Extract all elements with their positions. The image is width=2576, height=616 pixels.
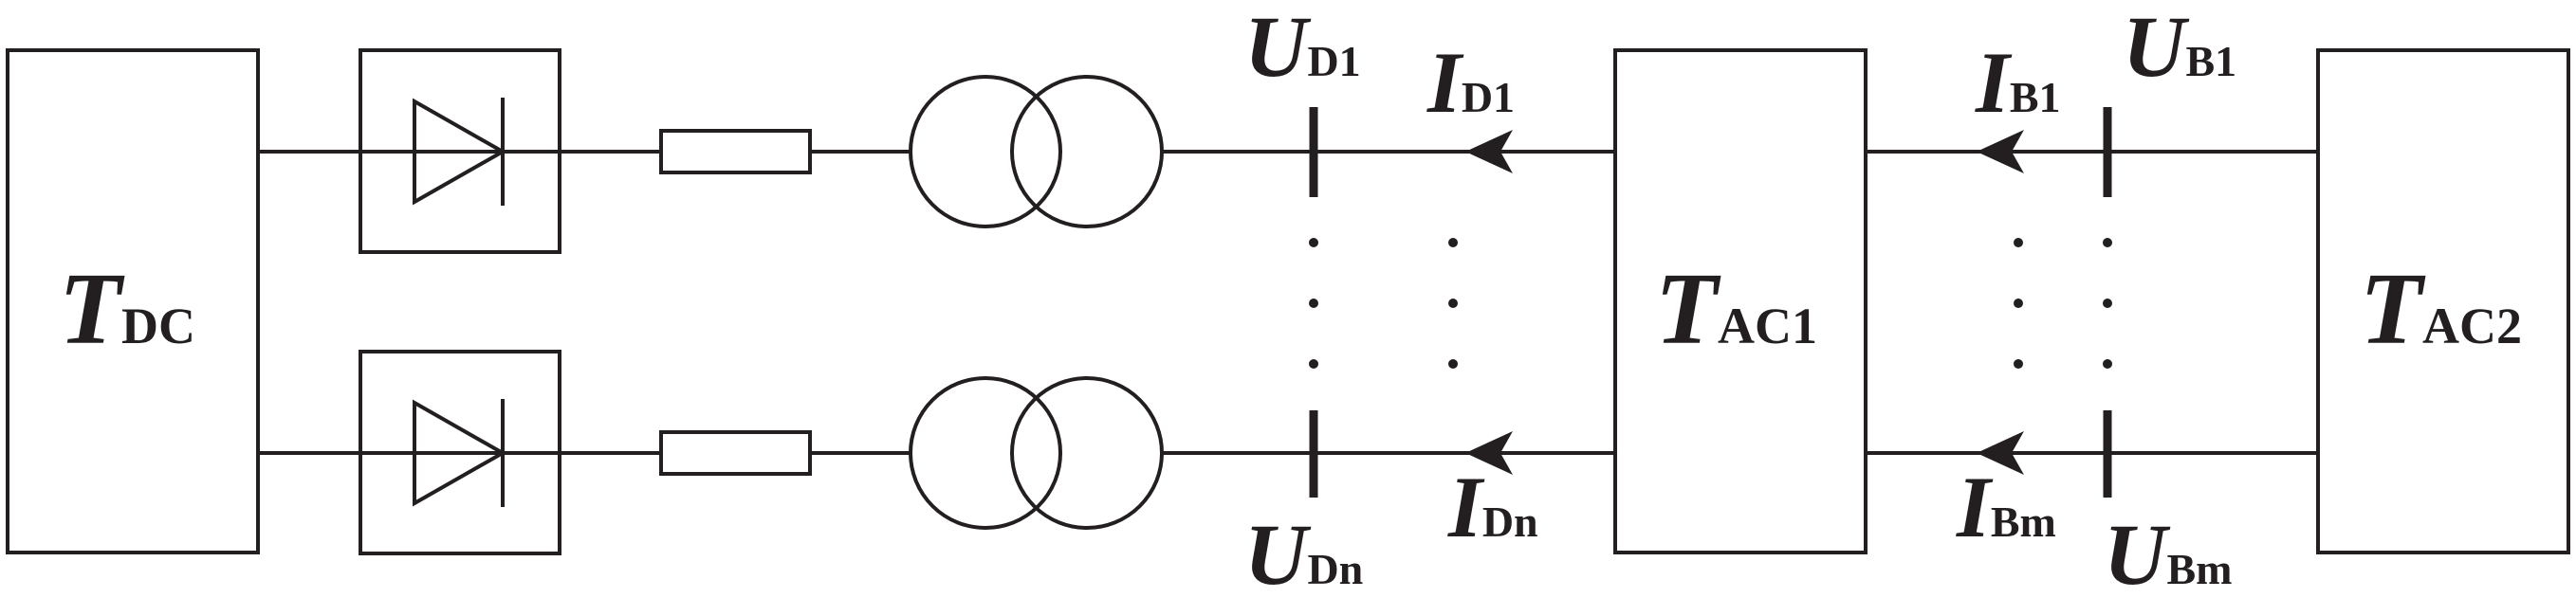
upper-diode-icon [359,48,561,254]
upper-branch [258,48,2318,254]
svg-text:TAC1: TAC1 [1655,253,1817,366]
block-tac1: TAC1 [1613,48,1868,554]
label-u-b1: UB1 [2123,0,2236,95]
lower-diode-icon [359,350,561,555]
arrow-left-icon [1465,431,1513,475]
label-u-bm: UBm [2104,506,2232,603]
upper-transformer-icon [909,75,1164,228]
label-i-d1: ID1 [1426,34,1515,131]
label-u-d1: UD1 [1244,0,1361,95]
block-tdc-subscript: DC [121,298,195,354]
block-tac2: TAC2 [2316,48,2570,554]
svg-text:TAC2: TAC2 [2360,253,2522,366]
label-i-dn: IDn [1447,459,1538,555]
block-tac1-symbol: T [1655,253,1721,366]
block-tdc-symbol: T [59,253,125,366]
block-tac1-subscript: AC1 [1718,298,1817,354]
lower-branch [258,350,2318,555]
upper-resistor-icon [659,129,812,174]
svg-text:TDC: TDC [59,253,195,366]
lower-resistor-icon [659,430,812,476]
arrow-left-icon [1465,130,1513,173]
arrow-left-icon [1977,431,2024,475]
label-i-bm: IBm [1956,459,2056,555]
block-tdc: TDC [6,48,260,554]
label-i-b1: IB1 [1975,34,2061,131]
arrow-left-icon [1977,130,2024,173]
block-tac2-symbol: T [2360,253,2426,366]
label-u-dn: UDn [1244,506,1363,603]
lower-transformer-icon [909,376,1164,530]
vertical-ellipsis-dots [1309,238,2112,369]
block-tac2-subscript: AC2 [2422,298,2522,354]
